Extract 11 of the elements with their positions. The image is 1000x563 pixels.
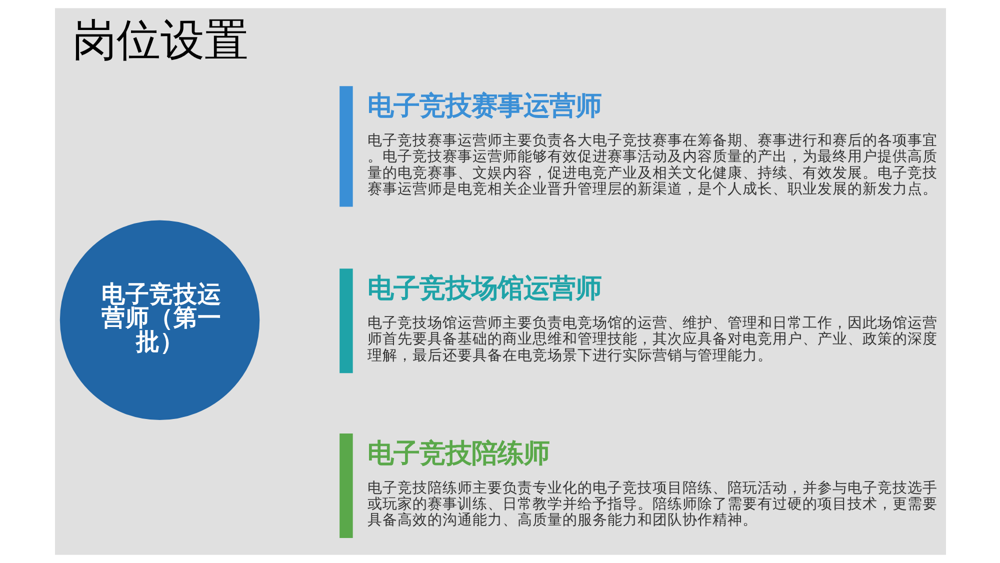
node-label: 电子竞技陪练师 bbox=[367, 438, 550, 470]
node-label: 电子竞技赛事运营师主要负责各大电子竞技赛事在筹备期、赛事进行和赛后的各项事宜。电子竞技赛事运营师能够有效促进赛事活动及内容质量的产出，为最终用户提供高质量的电竞赛事、文娱内容，促进电竞产业及相关文化健康、持续、有效发展。电子竞技赛事运营师是电竞相关企业晋升管理层的新渠道，是个人成长、职业发展的新发力点。 bbox=[367, 132, 938, 198]
node-box bbox=[339, 433, 352, 538]
node-circle: 电子竞技运营师（第一批） bbox=[59, 220, 260, 420]
diagram-title: 岗位设置 bbox=[72, 15, 248, 66]
node-label: 电子竞技赛事运营师 bbox=[367, 90, 602, 122]
node-label: 电子竞技陪练师主要负责专业化的电子竞技项目陪练、陪玩活动，并参与电子竞技选手或玩家的赛事训练、日常教学并给予指导。陪练师除了需要有过硬的项目技术，更需要具备高效的沟通能力、高质量的服务能力和团队协作精神。 bbox=[367, 479, 938, 529]
node-label: 电子竞技场馆运营师主要负责电竞场馆的运营、维护、管理和日常工作，因此场馆运营师首先要具备基础的商业思维和管理技能，其次应具备对电竞用户、产业、政策的深度理解，最后还要具备在电竞场景下进行实际营销与管理能力。 bbox=[367, 314, 938, 364]
node-label: 电子竞技场馆运营师 bbox=[367, 273, 602, 304]
node-box bbox=[339, 86, 352, 207]
node-box bbox=[339, 268, 352, 374]
